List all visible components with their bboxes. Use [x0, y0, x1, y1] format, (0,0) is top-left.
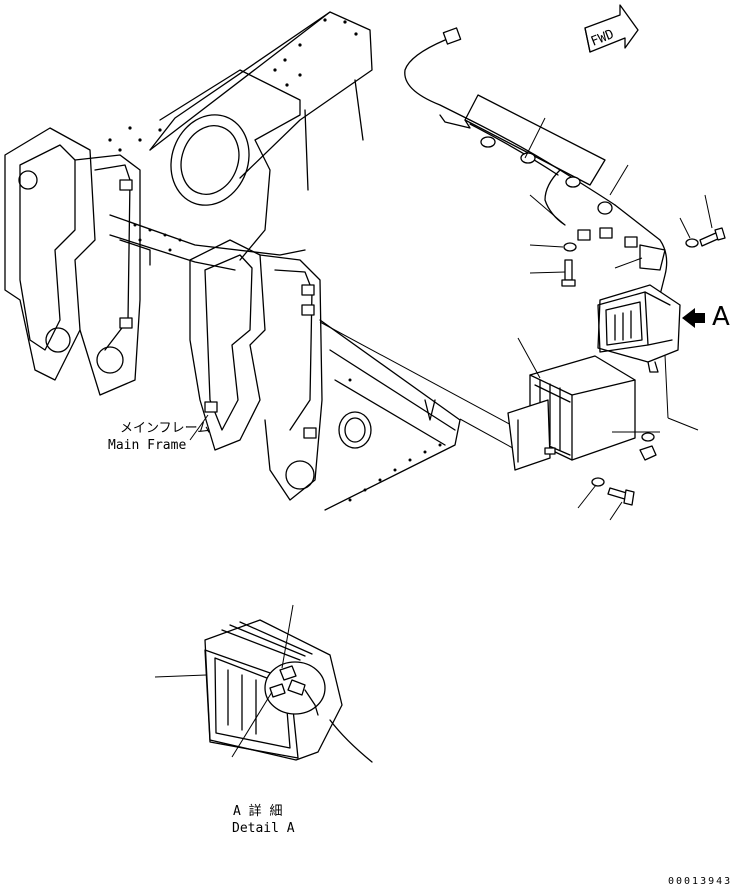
drawing-number: 00013943 [668, 876, 732, 887]
main-frame [4, 11, 461, 511]
view-marker-label: A [712, 302, 730, 332]
lamp-guard [507, 355, 636, 471]
view-arrow-icon [682, 308, 705, 328]
detail-a-label-jp: A 詳 細 [233, 803, 282, 819]
bolt [607, 487, 635, 506]
main-frame-label-jp: メインフレーム [120, 421, 210, 436]
detail-a-lamp [204, 619, 373, 763]
washer [563, 242, 577, 252]
detail-a-label-en: Detail A [232, 821, 295, 836]
bolt [699, 227, 726, 247]
bolt [561, 259, 576, 287]
fwd-label: FWD [589, 27, 617, 50]
washer [591, 477, 605, 487]
work-lamp [597, 284, 681, 373]
wire-harness [404, 27, 668, 296]
fwd-arrow-icon [584, 4, 639, 53]
nut [639, 445, 657, 461]
washer [641, 432, 655, 442]
main-frame-label-en: Main Frame [108, 438, 186, 453]
washer [685, 238, 699, 248]
